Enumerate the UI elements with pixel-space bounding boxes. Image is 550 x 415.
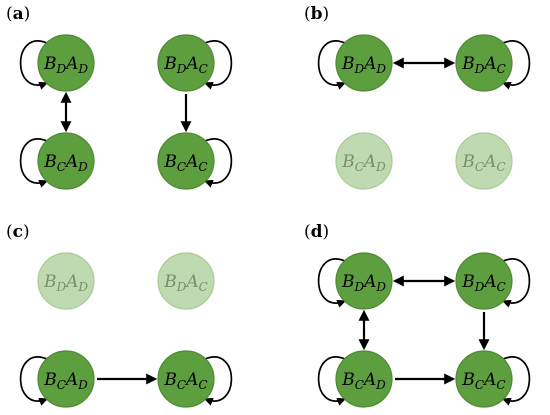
- node-label: BDAC: [461, 54, 506, 76]
- node-label: BDAD: [43, 54, 88, 76]
- panel-label-c: (c): [6, 222, 30, 242]
- node-circle: [37, 132, 95, 190]
- node-label: BCAC: [461, 152, 505, 174]
- self-loop-arrow: [19, 40, 49, 90]
- node-label: BDAC: [461, 272, 506, 294]
- node-label: BCAC: [461, 370, 505, 392]
- panel-label-d: (d): [304, 222, 330, 242]
- node-label: BCAC: [163, 370, 207, 392]
- self-loop-arrow: [317, 258, 347, 308]
- node-b-bcad: BCAD: [335, 132, 393, 190]
- self-loop-arrow: [19, 138, 49, 188]
- node-d-bdac: BDAC: [455, 252, 531, 310]
- node-circle: [335, 34, 393, 92]
- self-loop-arrow: [317, 356, 347, 406]
- node-circle: [335, 252, 393, 310]
- node-c-bdac: BDAC: [157, 252, 215, 310]
- node-b-bcac: BCAC: [455, 132, 513, 190]
- node-a-bdac: BDAC: [157, 34, 233, 92]
- panel-label-b: (b): [304, 4, 330, 24]
- node-b-bdad: BDAD: [317, 34, 393, 92]
- node-label: BDAC: [163, 272, 208, 294]
- node-circle: [335, 350, 393, 408]
- self-loop-arrow: [501, 258, 531, 308]
- node-circle: [157, 34, 215, 92]
- node-c-bdad: BDAD: [37, 252, 95, 310]
- node-c-bcad: BCAD: [19, 350, 95, 408]
- node-label: BDAD: [341, 272, 386, 294]
- node-circle: [37, 350, 95, 408]
- node-label: BCAD: [341, 152, 386, 174]
- node-circle: [37, 34, 95, 92]
- node-b-bdac: BDAC: [455, 34, 531, 92]
- self-loop-arrow: [203, 138, 233, 188]
- node-a-bdad: BDAD: [19, 34, 95, 92]
- self-loop-arrow: [501, 356, 531, 406]
- node-circle: [455, 132, 513, 190]
- node-d-bcac: BCAC: [455, 350, 531, 408]
- self-loop-arrow: [203, 40, 233, 90]
- panel-label-a: (a): [6, 4, 31, 24]
- node-circle: [157, 132, 215, 190]
- node-d-bdad: BDAD: [317, 252, 393, 310]
- self-loop-arrow: [501, 40, 531, 90]
- node-circle: [157, 252, 215, 310]
- node-a-bcac: BCAC: [157, 132, 233, 190]
- node-d-bcad: BCAD: [317, 350, 393, 408]
- node-label: BCAD: [43, 152, 88, 174]
- node-label: BDAD: [341, 54, 386, 76]
- node-circle: [455, 34, 513, 92]
- node-circle: [157, 350, 215, 408]
- node-c-bcac: BCAC: [157, 350, 233, 408]
- node-circle: [37, 252, 95, 310]
- node-label: BDAD: [43, 272, 88, 294]
- self-loop-arrow: [317, 40, 347, 90]
- node-label: BCAD: [341, 370, 386, 392]
- node-circle: [335, 132, 393, 190]
- self-loop-arrow: [19, 356, 49, 406]
- node-label: BCAC: [163, 152, 207, 174]
- node-a-bcad: BCAD: [19, 132, 95, 190]
- node-label: BDAC: [163, 54, 208, 76]
- node-circle: [455, 252, 513, 310]
- node-circle: [455, 350, 513, 408]
- self-loop-arrow: [203, 356, 233, 406]
- node-label: BCAD: [43, 370, 88, 392]
